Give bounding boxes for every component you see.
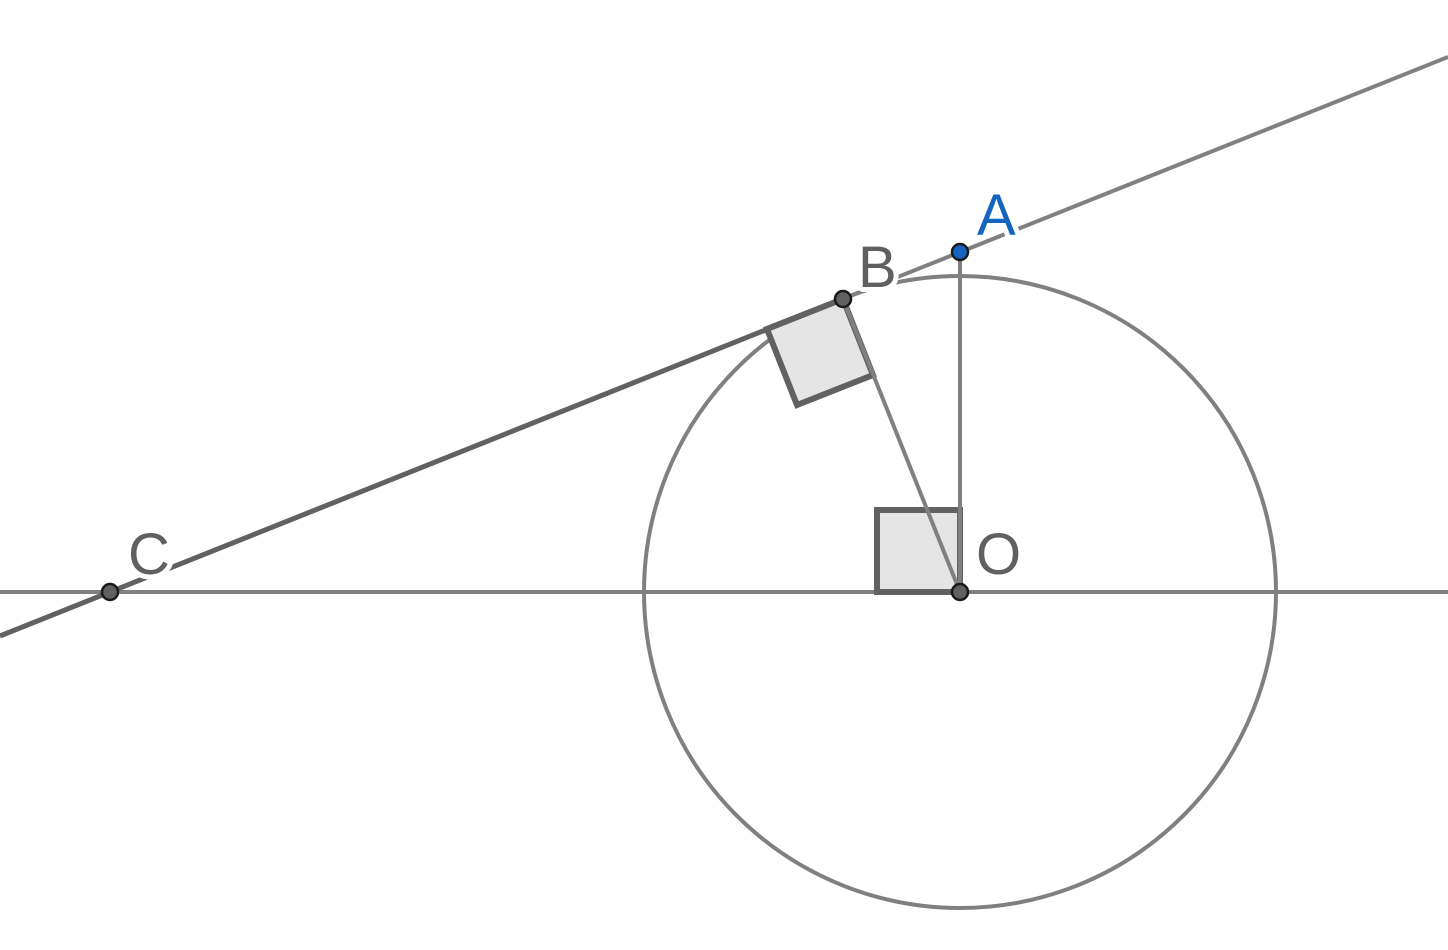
- label-c: C: [128, 522, 170, 587]
- point-b[interactable]: [833, 289, 853, 309]
- point-c[interactable]: [100, 582, 120, 602]
- label-o: O: [976, 522, 1021, 587]
- point-o[interactable]: [950, 582, 970, 602]
- point-a[interactable]: [950, 242, 970, 262]
- right-angle-marker-o: [874, 507, 963, 595]
- label-b: B: [858, 235, 897, 300]
- right-angle-marker-b: [763, 295, 877, 409]
- segment-ob: [841, 298, 962, 593]
- tangent-line-cb: [0, 296, 844, 639]
- label-a: A: [977, 183, 1016, 248]
